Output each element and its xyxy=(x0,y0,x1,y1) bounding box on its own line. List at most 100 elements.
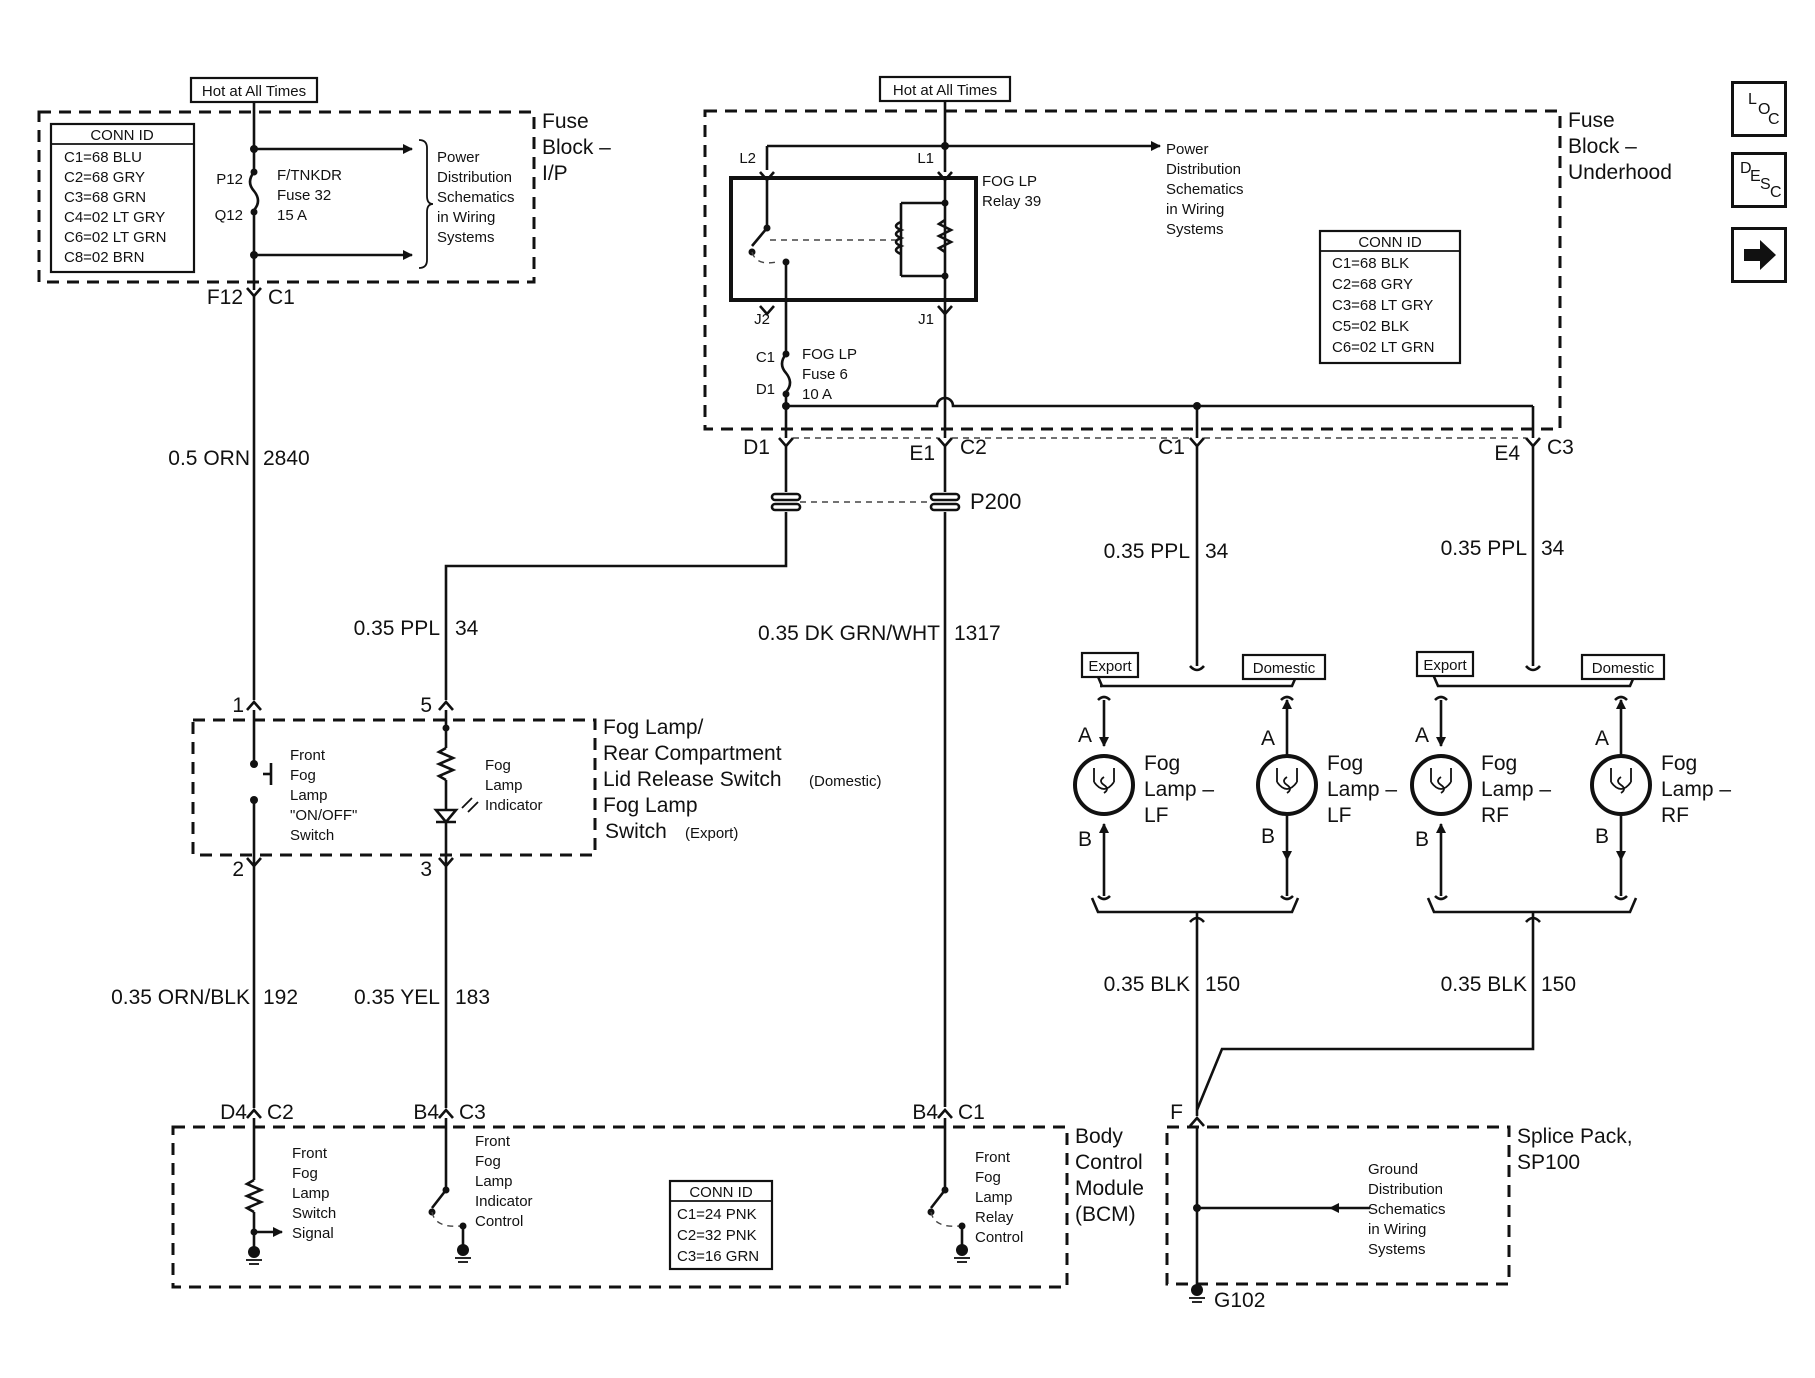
bcm-text: Lamp xyxy=(975,1189,1013,1206)
bcm-text: Lamp xyxy=(475,1173,513,1190)
export-label-left xyxy=(1080,651,1140,679)
pin-e1: E1 xyxy=(909,442,935,465)
fuse-d1: D1 xyxy=(756,381,775,398)
bcm-title: (BCM) xyxy=(1075,1203,1136,1226)
lamp-text: Fog xyxy=(1481,752,1517,775)
wire-circuit: 183 xyxy=(455,986,490,1009)
indicator-text: Lamp xyxy=(485,777,523,794)
lamp-text: Lamp – xyxy=(1144,778,1214,801)
ground-dist-text: Ground xyxy=(1368,1161,1418,1178)
pin-d1: D1 xyxy=(743,436,770,459)
indicator-text: Indicator xyxy=(485,797,543,814)
loc-letter: O xyxy=(1758,101,1771,118)
wire-circuit: 150 xyxy=(1205,973,1240,996)
fog-lamp-switch: 1 5 Front Fog Lamp "ON/OFF" Switch Fog L… xyxy=(191,694,882,881)
ground-dist-text: Schematics xyxy=(1368,1201,1446,1218)
power-dist-text: Power xyxy=(1166,141,1209,158)
fuse-block-ip-title-3: I/P xyxy=(542,162,568,185)
ground-dist-text: Systems xyxy=(1368,1241,1426,1258)
bcm-title: Body xyxy=(1075,1125,1123,1148)
pin-d4: D4 xyxy=(220,1101,247,1124)
fuse-block-ip-boundary xyxy=(37,110,536,284)
power-dist-text: Schematics xyxy=(437,189,515,206)
lamp-text: Lamp – xyxy=(1661,778,1731,801)
fuse-text: 10 A xyxy=(802,386,832,403)
bcm-title: Module xyxy=(1075,1177,1144,1200)
bcm-text: Fog xyxy=(475,1153,501,1170)
lamp-text: Fog xyxy=(1661,752,1697,775)
conn-id-row: C1=68 BLK xyxy=(1332,255,1409,272)
wire-circuit: 34 xyxy=(1541,537,1565,560)
ground-dist-text: Distribution xyxy=(1368,1181,1443,1198)
domestic-text: Domestic xyxy=(1253,660,1316,677)
ground-dist-text: in Wiring xyxy=(1368,1221,1426,1238)
switch-text: Switch xyxy=(290,827,334,844)
bcm-text: Relay xyxy=(975,1209,1014,1226)
switch-title: Fog Lamp/ xyxy=(603,716,704,739)
switch-title: Switch xyxy=(605,820,667,843)
fuse-text: Fuse 6 xyxy=(802,366,848,383)
ground-symbol xyxy=(457,1244,469,1256)
fuse-block-uh-title-3: Underhood xyxy=(1568,161,1672,184)
hot-label-ip-text: Hot at All Times xyxy=(202,83,306,100)
indicator-led xyxy=(433,808,459,825)
switch-boundary xyxy=(191,718,597,857)
conn-id-header-ip: CONN ID xyxy=(90,127,154,144)
wire-circuit: 34 xyxy=(455,617,479,640)
pin-l1: L1 xyxy=(917,150,934,167)
bcm-text: Control xyxy=(475,1213,523,1230)
conn-id-row: C6=02 LT GRN xyxy=(1332,339,1434,356)
p200-label: P200 xyxy=(970,489,1021,514)
ground-symbol xyxy=(248,1246,260,1258)
pin-e4: E4 xyxy=(1494,442,1520,465)
pin-2: 2 xyxy=(232,858,244,881)
indicator-text: Fog xyxy=(485,757,511,774)
fuse-block-underhood-boundary xyxy=(703,109,1562,431)
relay-driver-switch xyxy=(929,1189,947,1209)
desc-letter: C xyxy=(1770,184,1782,201)
export-label-right xyxy=(1415,650,1475,678)
fuse-text: F/TNKDR xyxy=(277,167,342,184)
led-light-rays xyxy=(461,797,479,813)
conn-id-row: C8=02 BRN xyxy=(64,249,144,266)
fuse-block-uh-title-2: Block – xyxy=(1568,135,1637,158)
bcm-text: Front xyxy=(475,1133,511,1150)
lamp-pin-a: A xyxy=(1595,727,1609,750)
pin-j1: J1 xyxy=(918,311,934,328)
wire-150-rf xyxy=(1195,922,1535,1111)
conn-c3: C3 xyxy=(1547,436,1574,459)
wire-gauge: 0.35 ORN/BLK xyxy=(111,986,250,1009)
conn-id-table-bcm xyxy=(668,1179,774,1271)
fog-lamp-rf-domestic: A B Fog Lamp – RF xyxy=(1590,695,1731,901)
wire-circuit: 2840 xyxy=(263,447,310,470)
lamp-text: Fog xyxy=(1327,752,1363,775)
fog-lamp-fuse xyxy=(780,353,792,393)
wire-34-switch xyxy=(444,512,788,700)
fuse-text: FOG LP xyxy=(802,346,857,363)
fog-lamp-rf-export: A B Fog Lamp – RF xyxy=(1410,695,1551,901)
lamp-text: Fog xyxy=(1144,752,1180,775)
conn-id-header-bcm: CONN ID xyxy=(689,1184,753,1201)
pin-f: F xyxy=(1170,1101,1183,1124)
conn-id-row: C5=02 BLK xyxy=(1332,318,1409,335)
indicator-driver-switch xyxy=(430,1189,448,1209)
bcm-boundary xyxy=(171,1125,1069,1289)
location-button[interactable]: L O C xyxy=(1731,81,1787,137)
bcm-text: Switch xyxy=(292,1205,336,1222)
wire-circuit: 1317 xyxy=(954,622,1001,645)
description-button[interactable]: D E S C xyxy=(1731,152,1787,208)
brace-ip xyxy=(418,139,434,269)
desc-letter: E xyxy=(1750,168,1761,185)
bcm-text: Lamp xyxy=(292,1185,330,1202)
switch-title: Fog Lamp xyxy=(603,794,698,817)
pullup-resistor xyxy=(243,1178,265,1214)
conn-id-row: C3=68 GRN xyxy=(64,189,146,206)
splice-title: Splice Pack, xyxy=(1517,1125,1633,1148)
power-dist-text: Distribution xyxy=(437,169,512,186)
switch-text: "ON/OFF" xyxy=(290,807,357,824)
domestic-label-left xyxy=(1241,653,1327,681)
next-button[interactable] xyxy=(1731,227,1787,283)
pin-b4: B4 xyxy=(912,1101,938,1124)
right-arrow-icon xyxy=(1744,240,1776,270)
wire-gauge: 0.5 ORN xyxy=(168,447,250,470)
